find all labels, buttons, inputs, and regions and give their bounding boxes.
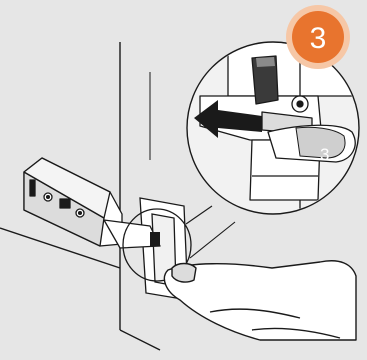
callout-leader: [186, 206, 235, 258]
step-badge: 3: [286, 5, 350, 69]
ghost-step-number: 3: [320, 145, 329, 164]
hand: [164, 261, 356, 340]
cabinet-hinge: [24, 158, 160, 248]
step-number: 3: [310, 22, 327, 55]
